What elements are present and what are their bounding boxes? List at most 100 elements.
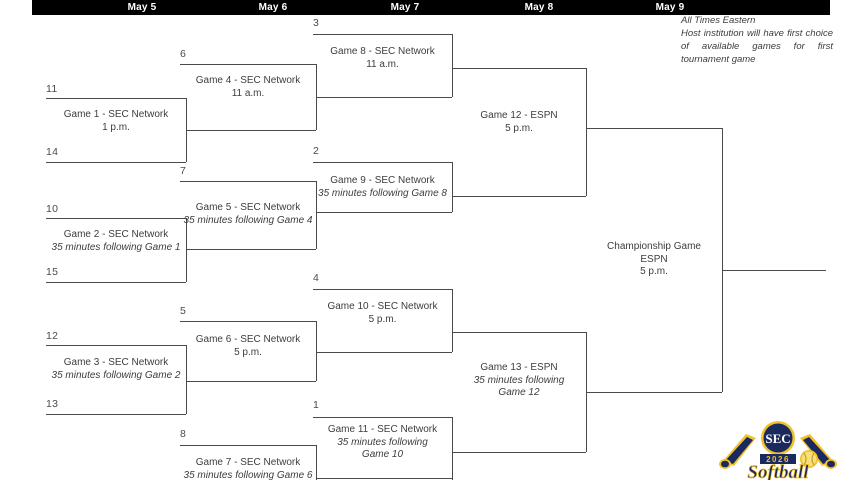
date-header-may-5: May 5: [87, 1, 197, 14]
game-8-bottom-line: [316, 97, 452, 98]
game-11-line-3: Game 10: [313, 449, 452, 462]
game-13-line-2: 35 minutes following: [452, 375, 586, 388]
game-2-top-line: [46, 218, 186, 219]
game-13-top-line: [452, 332, 586, 333]
seed-14: 14: [46, 147, 58, 158]
seed-11: 11: [46, 84, 58, 95]
seed-12: 12: [46, 331, 58, 342]
game-11-bottom-line: [316, 478, 452, 479]
game-8: Game 8 - SEC Network 11 a.m.: [313, 46, 452, 71]
game-9-line-2: 35 minutes following Game 8: [313, 188, 452, 201]
game-3-top-line: [46, 345, 186, 346]
game-4: Game 4 - SEC Network 11 a.m.: [180, 75, 316, 100]
game-1-line-1: Game 1 - SEC Network: [46, 109, 186, 122]
logo-sec-text: SEC: [765, 431, 790, 446]
seed-8: 8: [180, 429, 186, 440]
game-4-line-2: 11 a.m.: [180, 88, 316, 101]
game-11-connector: [452, 417, 453, 480]
game-1-line-2: 1 p.m.: [46, 122, 186, 135]
date-header-may-6: May 6: [218, 1, 328, 14]
seed-15: 15: [46, 267, 58, 278]
date-header-bar: May 5 May 6 May 7 May 8 May 9: [32, 0, 830, 15]
game-1-top-line: [46, 98, 186, 99]
game-12: Game 12 - ESPN 5 p.m.: [452, 110, 586, 135]
seed-13: 13: [46, 399, 58, 410]
seed-4: 4: [313, 273, 319, 284]
bracket-note: All Times Eastern Host institution will …: [681, 14, 833, 66]
game-6-line-1: Game 6 - SEC Network: [180, 334, 316, 347]
game-3-line-1: Game 3 - SEC Network: [46, 357, 186, 370]
game-2-connector: [186, 218, 187, 282]
championship-line-2: ESPN: [586, 254, 722, 267]
game-9-top-line: [313, 162, 452, 163]
game-12-bottom-line: [452, 196, 586, 197]
sec-softball-logo: SEC 2026 Softball: [716, 418, 840, 480]
game-10-top-line: [313, 289, 452, 290]
championship-game: Championship Game ESPN 5 p.m.: [586, 241, 722, 279]
game-7-line-1: Game 7 - SEC Network: [180, 457, 316, 470]
game-6: Game 6 - SEC Network 5 p.m.: [180, 334, 316, 359]
game-10-line-1: Game 10 - SEC Network: [313, 301, 452, 314]
seed-10: 10: [46, 204, 58, 215]
game-1-bottom-line: [46, 162, 186, 163]
game-2-bottom-line: [46, 282, 186, 283]
game-5: Game 5 - SEC Network 35 minutes followin…: [180, 202, 316, 227]
game-10-line-2: 5 p.m.: [313, 314, 452, 327]
game-11: Game 11 - SEC Network 35 minutes followi…: [313, 424, 452, 462]
championship-connector: [722, 128, 723, 392]
game-9: Game 9 - SEC Network 35 minutes followin…: [313, 175, 452, 200]
game-12-line-1: Game 12 - ESPN: [452, 110, 586, 123]
game-8-line-2: 11 a.m.: [313, 59, 452, 72]
game-13-line-1: Game 13 - ESPN: [452, 362, 586, 375]
champion-line: [722, 270, 826, 271]
game-12-line-2: 5 p.m.: [452, 123, 586, 136]
seed-6: 6: [180, 49, 186, 60]
game-11-line-1: Game 11 - SEC Network: [313, 424, 452, 437]
game-8-line-1: Game 8 - SEC Network: [313, 46, 452, 59]
game-4-line-1: Game 4 - SEC Network: [180, 75, 316, 88]
game-7: Game 7 - SEC Network 35 minutes followin…: [180, 457, 316, 482]
game-5-bottom-line: [186, 249, 316, 250]
date-header-may-9: May 9: [615, 1, 725, 14]
game-10-connector: [452, 289, 453, 352]
game-3-bottom-line: [46, 414, 186, 415]
game-9-connector: [452, 162, 453, 212]
game-2-line-1: Game 2 - SEC Network: [46, 229, 186, 242]
seed-1: 1: [313, 400, 319, 411]
game-7-line-2: 35 minutes following Game 6: [180, 470, 316, 482]
seed-2: 2: [313, 146, 319, 157]
game-12-top-line: [452, 68, 586, 69]
game-8-top-line: [313, 34, 452, 35]
game-11-line-2: 35 minutes following: [313, 437, 452, 450]
seed-3: 3: [313, 18, 319, 29]
game-6-top-line: [180, 321, 316, 322]
seed-7: 7: [180, 166, 186, 177]
seed-5: 5: [180, 306, 186, 317]
game-2-line-2: 35 minutes following Game 1: [46, 242, 186, 255]
game-9-line-1: Game 9 - SEC Network: [313, 175, 452, 188]
game-13-bottom-line: [452, 452, 586, 453]
championship-line-3: 5 p.m.: [586, 266, 722, 279]
note-line-1: All Times Eastern: [681, 14, 833, 27]
game-2: Game 2 - SEC Network 35 minutes followin…: [46, 229, 186, 254]
date-header-may-7: May 7: [350, 1, 460, 14]
game-10: Game 10 - SEC Network 5 p.m.: [313, 301, 452, 326]
championship-bottom-line: [586, 392, 722, 393]
logo-sport-text: Softball: [747, 462, 809, 480]
game-13-line-3: Game 12: [452, 387, 586, 400]
note-line-2: Host institution will have first choice …: [681, 27, 833, 66]
game-9-bottom-line: [316, 212, 452, 213]
championship-top-line: [586, 128, 722, 129]
game-4-top-line: [180, 64, 316, 65]
championship-line-1: Championship Game: [586, 241, 722, 254]
game-11-top-line: [313, 417, 452, 418]
game-5-line-1: Game 5 - SEC Network: [180, 202, 316, 215]
game-12-connector: [586, 68, 587, 196]
date-header-may-8: May 8: [484, 1, 594, 14]
game-7-top-line: [180, 445, 316, 446]
game-3-line-2: 35 minutes following Game 2: [46, 370, 186, 383]
game-5-top-line: [180, 181, 316, 182]
game-6-bottom-line: [186, 381, 316, 382]
game-10-bottom-line: [316, 352, 452, 353]
